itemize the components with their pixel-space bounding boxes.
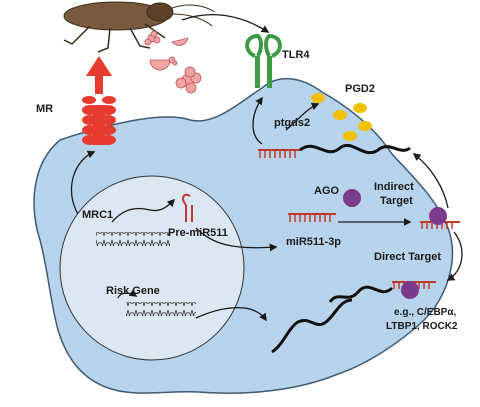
mr-label: MR [36,103,53,115]
pre-mir511-hairpin [182,193,193,222]
mrc1-label: MRC1 [82,209,113,221]
allergen-particles-icon [144,30,202,94]
risk-gene-label: Risk Gene [106,285,160,297]
ptgds2-mrna [258,144,411,158]
mrc1-dna [96,232,170,246]
ago-protein-icon [343,189,361,207]
risk-gene-mrna [271,298,353,354]
mir511-3p-duplex [288,213,336,222]
target-mrna-ago-complex [420,207,460,229]
ago-label: AGO [314,185,340,197]
pathway-arrows [70,14,463,322]
indirect-target-label-1: Indirect [374,181,414,193]
mir511-3p-label: miR511-3p [286,236,341,248]
indirect-target-label-2: Target [380,195,413,207]
mannose-receptor-icon [82,56,116,145]
ptgds2-label: ptgds2 [274,117,310,129]
direct-target-label: Direct Target [374,251,441,263]
pre-mir511-label: Pre-miR511 [168,227,228,239]
tlr4-receptor-icon [245,33,282,88]
pgd2-label: PGD2 [345,83,375,95]
nucleus [59,175,245,361]
cockroach-icon [63,1,216,53]
examples-label-2: LTBP1, ROCK2 [386,321,458,332]
pgd2-molecules-icon [311,93,372,141]
examples-label-1: e.g., C/EBPα, [394,307,456,318]
direct-target-complex [328,281,436,303]
tlr4-label: TLR4 [282,49,310,61]
risk-gene-dna [126,302,196,316]
